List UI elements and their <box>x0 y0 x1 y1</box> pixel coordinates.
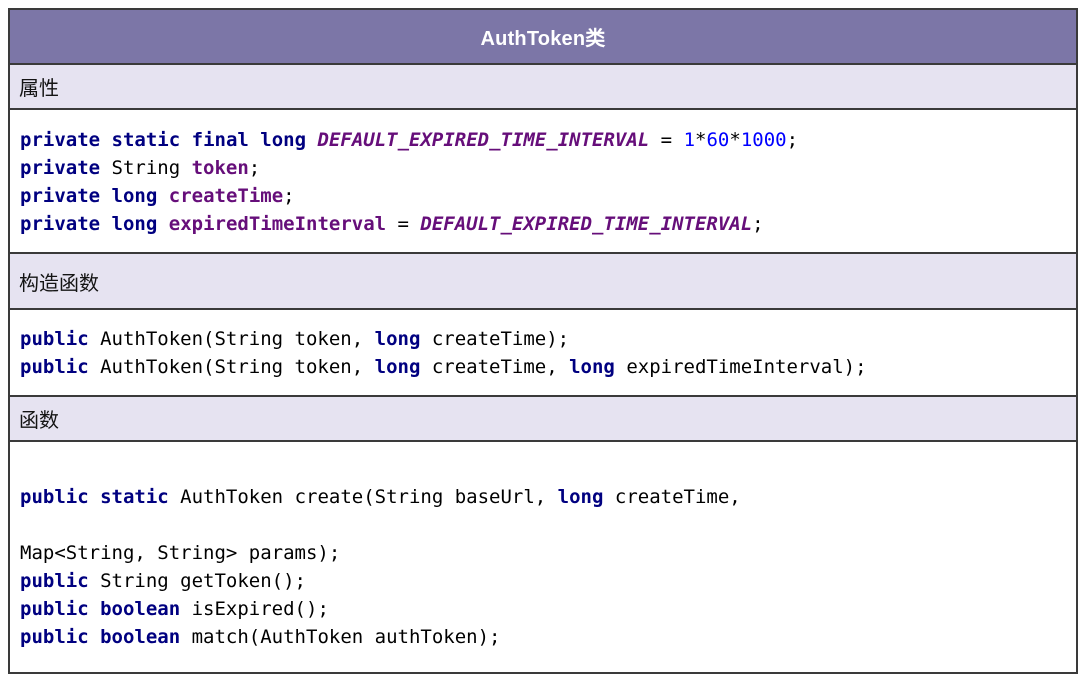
class-title: AuthToken类 <box>480 28 606 50</box>
section-label-methods: 函数 <box>10 397 1076 442</box>
code-line: public String getToken(); <box>20 570 306 592</box>
code-line: public static AuthToken create(String ba… <box>20 486 741 508</box>
class-header: AuthToken类 <box>10 10 1076 65</box>
code-line: private long expiredTimeInterval = DEFAU… <box>20 213 764 235</box>
code-line: private static final long DEFAULT_EXPIRE… <box>20 129 799 151</box>
code-line: private String token; <box>20 157 261 179</box>
code-line: public boolean isExpired(); <box>20 598 329 620</box>
code-line: public AuthToken(String token, long crea… <box>20 356 867 378</box>
code-line: Map<String, String> params); <box>20 542 341 564</box>
section-code-attributes: private static final long DEFAULT_EXPIRE… <box>10 110 1076 254</box>
code-line: public boolean match(AuthToken authToken… <box>20 626 501 648</box>
section-label-constructors-text: 构造函数 <box>19 272 99 295</box>
section-label-attributes: 属性 <box>10 65 1076 110</box>
code-line <box>20 511 1066 539</box>
section-label-constructors: 构造函数 <box>10 254 1076 310</box>
authtoken-class-table: AuthToken类 属性 private static final long … <box>8 8 1078 674</box>
section-code-constructors: public AuthToken(String token, long crea… <box>10 310 1076 397</box>
section-label-attributes-text: 属性 <box>19 78 59 100</box>
code-line: public AuthToken(String token, long crea… <box>20 328 570 350</box>
section-code-methods: public static AuthToken create(String ba… <box>10 442 1076 672</box>
section-label-methods-text: 函数 <box>19 410 59 432</box>
code-line: private long createTime; <box>20 185 295 207</box>
